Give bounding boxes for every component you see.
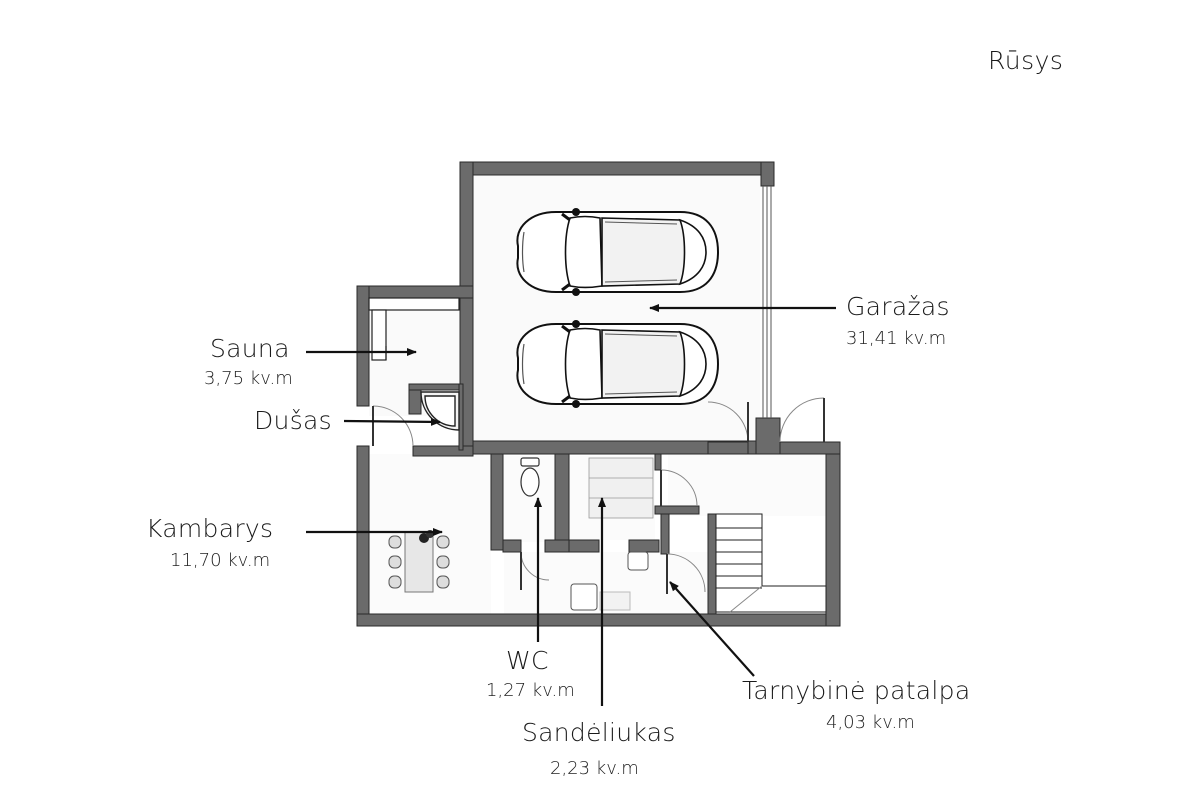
car-top-1 [515,206,720,298]
room-area-kambarys: 11,70 kv.m [170,550,271,571]
room-name-sandeliukas: Sandėliukas [522,718,676,747]
room-name-dusas: Dušas [254,406,332,435]
garage-door [762,186,772,418]
sauna-bench [368,297,460,361]
room-area-sandeliukas: 2,23 kv.m [550,758,639,779]
room-area-garazas: 31,41 kv.m [846,328,947,349]
room-area-sauna: 3,75 kv.m [204,368,293,389]
staircase [715,513,827,613]
car-top-2 [515,318,720,410]
walls [356,161,841,627]
storage-shelving [588,457,654,519]
shower-tray [420,391,460,431]
room-name-sauna: Sauna [210,334,290,363]
dining-table [388,530,450,593]
room-area-tarnybine: 4,03 kv.m [826,712,915,733]
room-area-wc: 1,27 kv.m [486,680,575,701]
page-title: Rūsys [988,46,1064,75]
door-swings [372,397,825,594]
room-name-garazas: Garažas [846,292,950,321]
room-name-wc: WC [506,646,549,675]
utility-fixtures [570,551,649,611]
room-name-kambarys: Kambarys [146,514,274,543]
arrow-dusas [343,417,441,426]
room-name-tarnybine: Tarnybinė patalpa [742,676,971,705]
leader-arrows [306,304,836,706]
arrow-tarnybine [669,581,755,677]
toilet-fixture [520,457,540,497]
